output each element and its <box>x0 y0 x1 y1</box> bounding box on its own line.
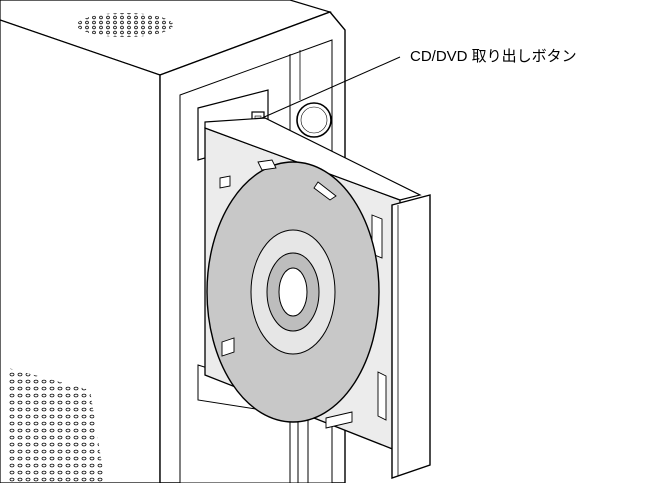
bezel-slot <box>297 413 309 483</box>
cd-disc <box>206 161 380 423</box>
disc-retaining-tabs <box>219 159 353 429</box>
callout-leader-line <box>261 56 401 119</box>
eject-button-callout-label: CD/DVD 取り出しボタン <box>410 48 577 65</box>
top-vent-grille <box>77 13 173 37</box>
side-vent-grille <box>8 368 105 483</box>
power-button[interactable] <box>296 102 332 138</box>
